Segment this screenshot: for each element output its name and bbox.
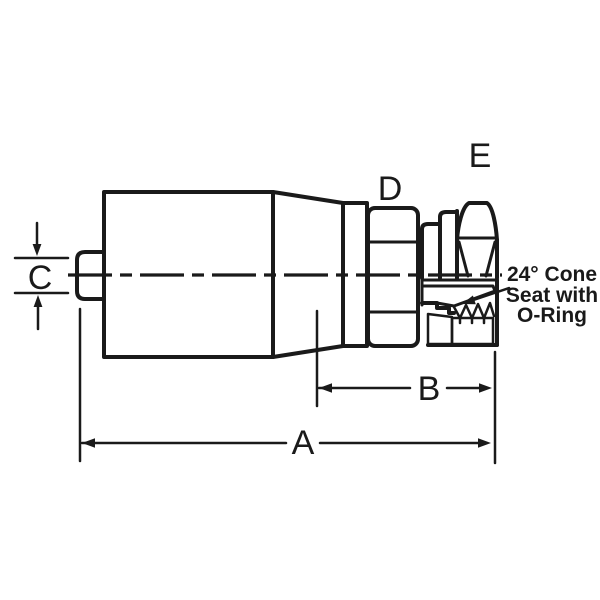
dimension-c: C	[13, 221, 70, 331]
leader-arrowhead-icon	[462, 295, 476, 305]
hex-flats-d	[366, 206, 420, 348]
dimension-b: B	[315, 309, 492, 408]
dim-label-c: C	[28, 259, 53, 297]
dim-label-d: D	[378, 170, 403, 208]
swivel-nut-e	[420, 201, 499, 280]
dim-label-a: A	[292, 424, 315, 462]
thread-profile	[452, 301, 496, 320]
cone-step-outline	[420, 301, 456, 315]
cone-seat-annotation: 24° Cone Seat with O-Ring	[462, 263, 598, 327]
dim-label-e: E	[469, 137, 492, 175]
dim-label-b: B	[418, 370, 441, 408]
annotation-line-3: O-Ring	[517, 304, 587, 327]
annotation-line-2: Seat with	[506, 284, 598, 307]
collar-band	[341, 201, 369, 348]
dimension-a: A	[78, 307, 497, 465]
annotation-line-1: 24° Cone	[507, 263, 597, 286]
